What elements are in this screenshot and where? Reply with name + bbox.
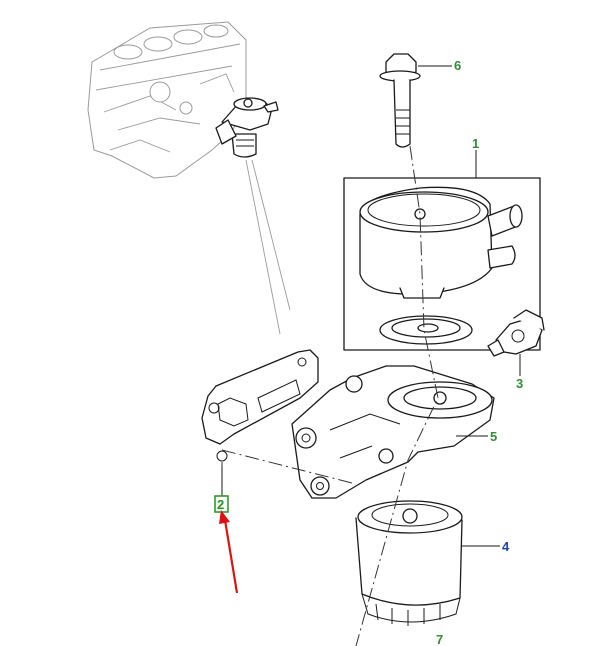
highlighted-callout-2[interactable]: 2 <box>214 495 229 513</box>
callout-5: 5 <box>490 429 497 444</box>
callout-4: 4 <box>502 539 510 554</box>
callout-7: 7 <box>436 632 443 646</box>
callout-3: 3 <box>516 376 523 391</box>
installed-oil-filter-assembly <box>215 97 279 158</box>
filter-housing-part-5 <box>291 365 495 499</box>
bolt-part-6 <box>379 53 421 148</box>
leader-lines <box>221 65 521 547</box>
engine-block <box>87 21 247 179</box>
oil-filter-part-4 <box>355 500 463 626</box>
gasket-part-2 <box>201 349 319 462</box>
oil-cooler-group <box>343 177 541 351</box>
projection-lines <box>245 159 291 335</box>
red-arrow-icon <box>219 510 239 594</box>
callout-6: 6 <box>454 58 461 73</box>
callout-2: 2 <box>217 497 224 512</box>
callout-1: 1 <box>472 136 479 151</box>
sensor-part-3 <box>487 309 545 357</box>
